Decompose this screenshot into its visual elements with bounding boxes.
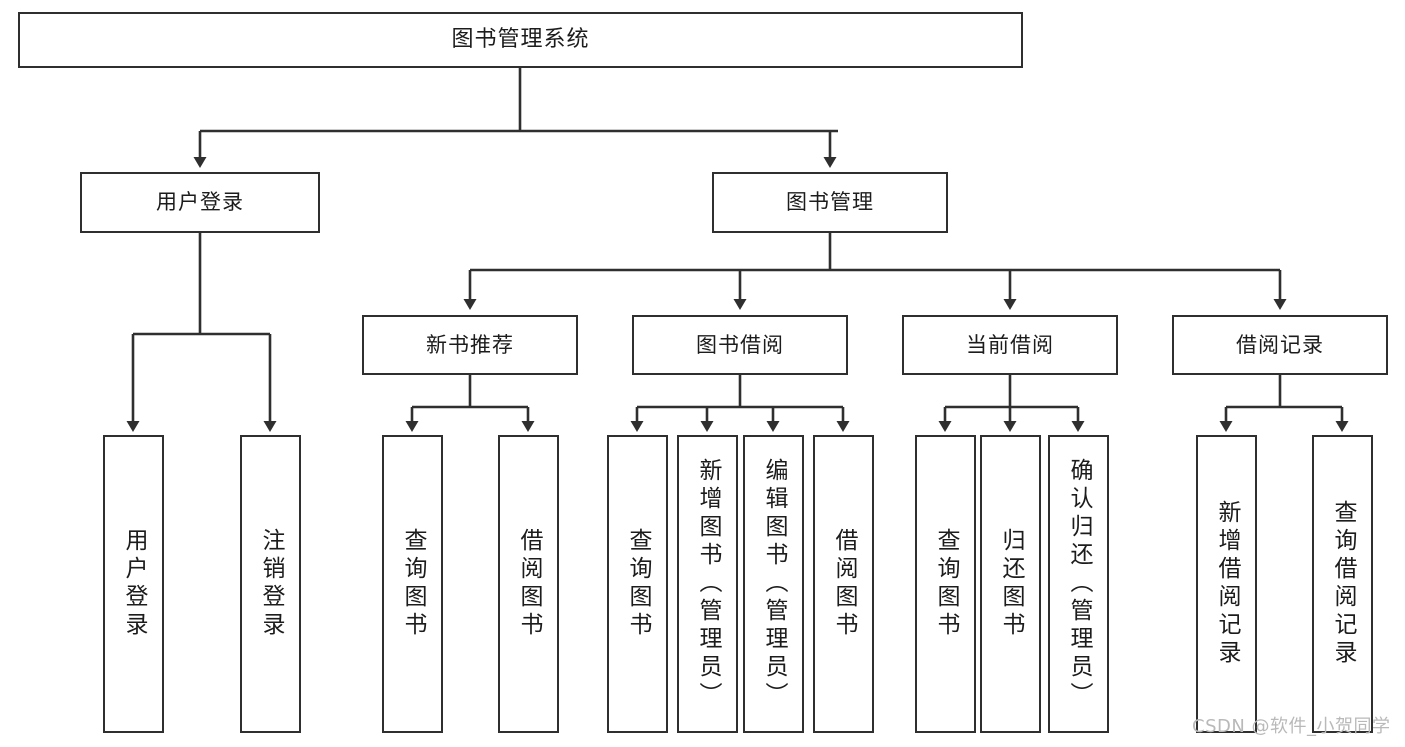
node-leaf-query-record-label: 查询借阅记录 [1330,500,1356,668]
node-leaf-borrow-book-1[interactable]: 借阅图书 [498,435,559,733]
node-leaf-add-record[interactable]: 新增借阅记录 [1196,435,1257,733]
node-leaf-confirm-return-label: 确认归还（管理员） [1066,458,1092,710]
node-leaf-add-book[interactable]: 新增图书（管理员） [677,435,738,733]
node-leaf-edit-book-label: 编辑图书（管理员） [761,458,787,710]
node-borrow-record-label: 借阅记录 [1236,332,1324,357]
node-new-book-recommend-label: 新书推荐 [426,332,514,357]
node-borrow-record[interactable]: 借阅记录 [1172,315,1388,375]
node-leaf-add-record-label: 新增借阅记录 [1214,500,1240,668]
node-leaf-return-book[interactable]: 归还图书 [980,435,1041,733]
node-leaf-borrow-book-1-label: 借阅图书 [516,528,542,640]
node-leaf-borrow-book-2[interactable]: 借阅图书 [813,435,874,733]
node-book-borrow[interactable]: 图书借阅 [632,315,848,375]
node-leaf-borrow-book-2-label: 借阅图书 [831,528,857,640]
node-leaf-query-book-1-label: 查询图书 [400,528,426,640]
node-current-borrow[interactable]: 当前借阅 [902,315,1118,375]
node-leaf-add-book-label: 新增图书（管理员） [695,458,721,710]
node-leaf-edit-book[interactable]: 编辑图书（管理员） [743,435,804,733]
node-new-book-recommend[interactable]: 新书推荐 [362,315,578,375]
node-leaf-query-book-2[interactable]: 查询图书 [607,435,668,733]
node-root-system[interactable]: 图书管理系统 [18,12,1023,68]
node-leaf-user-login[interactable]: 用户登录 [103,435,164,733]
node-leaf-query-record[interactable]: 查询借阅记录 [1312,435,1373,733]
node-book-borrow-label: 图书借阅 [696,332,784,357]
node-leaf-user-login-label: 用户登录 [121,528,147,640]
node-user-login-label: 用户登录 [156,190,244,215]
node-book-manage[interactable]: 图书管理 [712,172,948,233]
node-leaf-query-book-3-label: 查询图书 [933,528,959,640]
node-leaf-logout[interactable]: 注销登录 [240,435,301,733]
node-book-manage-label: 图书管理 [786,190,874,215]
node-current-borrow-label: 当前借阅 [966,332,1054,357]
node-leaf-confirm-return[interactable]: 确认归还（管理员） [1048,435,1109,733]
node-leaf-query-book-2-label: 查询图书 [625,528,651,640]
node-user-login[interactable]: 用户登录 [80,172,320,233]
watermark-text: CSDN @软件_小贺同学 [1192,716,1391,737]
node-leaf-return-book-label: 归还图书 [998,528,1024,640]
node-leaf-logout-label: 注销登录 [258,528,284,640]
node-root-label: 图书管理系统 [451,27,590,53]
node-leaf-query-book-1[interactable]: 查询图书 [382,435,443,733]
node-leaf-query-book-3[interactable]: 查询图书 [915,435,976,733]
